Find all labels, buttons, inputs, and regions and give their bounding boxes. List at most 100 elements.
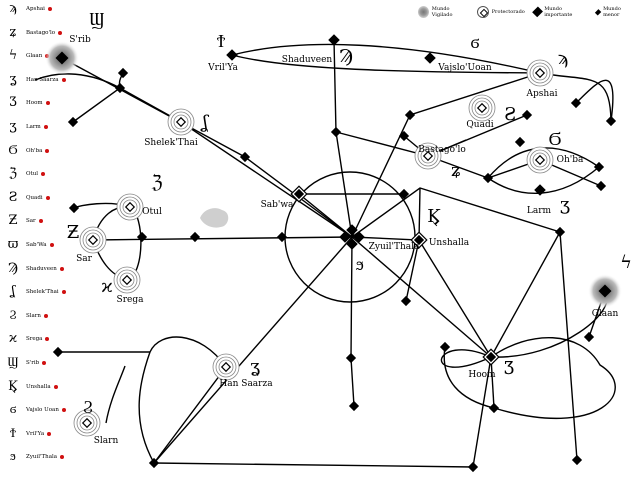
red-dot-icon bbox=[60, 455, 65, 460]
capital-world-node bbox=[346, 238, 358, 250]
world-glyph-icon: ϡ bbox=[9, 1, 17, 16]
world-glyph-icon: Ϡ bbox=[7, 260, 19, 276]
red-dot-icon bbox=[58, 30, 63, 35]
minor-world-node bbox=[67, 116, 79, 128]
world-label: S'rib bbox=[69, 35, 91, 45]
minor-world-node bbox=[570, 97, 582, 109]
route-line bbox=[153, 366, 227, 464]
minor-world-node bbox=[52, 346, 64, 358]
minor-world-node bbox=[348, 400, 360, 412]
protectorado-symbol-icon bbox=[476, 6, 489, 18]
sidebar-item-label: Vajslo Uoan bbox=[26, 407, 59, 414]
important-world-core bbox=[485, 351, 497, 363]
protectorado-world-node bbox=[124, 201, 136, 213]
world-glyph-icon: ϭ bbox=[470, 32, 479, 53]
sidebar-item-label: Zyuil'Thala bbox=[26, 454, 58, 461]
world-glyph-icon: ϡ bbox=[558, 48, 568, 69]
minor-world-node bbox=[330, 126, 342, 138]
red-dot-icon bbox=[61, 290, 66, 295]
sidebar-item-label: Han Saarza bbox=[26, 76, 59, 83]
world-glyph-icon: Ϯ bbox=[9, 425, 17, 441]
route-line bbox=[490, 231, 561, 358]
minor-world-node bbox=[482, 172, 494, 184]
sidebar-item: Ϗ Unshalla bbox=[4, 378, 58, 396]
world-glyph-icon: ʆ bbox=[200, 112, 209, 133]
world-glyph-icon: ℨ bbox=[8, 166, 17, 182]
world-label: Sar bbox=[76, 254, 93, 264]
route-line bbox=[575, 79, 614, 122]
minor-world-node bbox=[226, 49, 238, 61]
world-glyph-icon: Ϗ bbox=[8, 378, 18, 394]
capital-world-node bbox=[339, 231, 351, 243]
sidebar-item-label: Vril'Ya bbox=[26, 430, 45, 437]
world-glyph-icon: Ϣ bbox=[90, 9, 105, 30]
world-label: Otul bbox=[142, 207, 162, 217]
vigilado-symbol-icon bbox=[418, 6, 429, 18]
red-dot-icon bbox=[45, 101, 50, 106]
world-label: Shaduveen bbox=[282, 55, 333, 65]
red-dot-icon bbox=[43, 313, 48, 318]
world-glyph-icon: Ϯ bbox=[217, 31, 226, 52]
sidebar-item: Ϯ Vril'Ya bbox=[4, 425, 52, 443]
sidebar-item: ϭ Vajslo Uoan bbox=[4, 401, 66, 419]
world-glyph-icon: Ϭ bbox=[8, 142, 18, 158]
legend-importante-label: Mundo importante bbox=[544, 6, 573, 18]
world-label: Glaan bbox=[592, 309, 619, 319]
world-glyph-icon: Ƶ bbox=[8, 213, 18, 229]
world-glyph-icon: Ϗ bbox=[427, 206, 441, 227]
red-dot-icon bbox=[41, 172, 46, 177]
sidebar-item-label: Srega bbox=[26, 336, 43, 343]
world-glyph-icon: ℨ bbox=[151, 172, 162, 193]
world-glyph-icon: Ʒ bbox=[504, 358, 514, 379]
world-glyph-icon: ϭ bbox=[9, 402, 17, 418]
red-dot-icon bbox=[45, 195, 50, 200]
sidebar-item-label: Slarn bbox=[26, 312, 41, 319]
route-line bbox=[231, 54, 541, 74]
route-line bbox=[138, 351, 155, 464]
world-glyph-icon: ʓ bbox=[9, 71, 17, 87]
legend-protectorado-label: Protectorado bbox=[491, 9, 525, 15]
red-dot-icon bbox=[43, 125, 48, 129]
route-line bbox=[351, 72, 541, 238]
sidebar-item-label: S'rib bbox=[26, 360, 40, 366]
minor-world-node bbox=[534, 184, 546, 196]
world-glyph-icon: Ϭ bbox=[549, 129, 562, 150]
route-lines bbox=[34, 39, 616, 468]
sidebar-item-label: Glaan bbox=[26, 53, 43, 60]
world-glyph-icon: ʆ bbox=[10, 284, 16, 300]
minor-world-node bbox=[276, 231, 288, 243]
red-dot-icon bbox=[45, 148, 50, 153]
legend-vigilado-label: Mundo Vigilado bbox=[431, 6, 453, 18]
red-dot-icon bbox=[49, 243, 54, 247]
protectorado-world-node bbox=[175, 116, 187, 128]
world-label: Hoom bbox=[468, 370, 496, 380]
sidebar-item-label: Apshai bbox=[26, 6, 45, 12]
world-glyph-icon: ϖ bbox=[7, 237, 19, 252]
sidebar-item: ʆ Shelek'Thai bbox=[4, 283, 66, 301]
minor-world-node bbox=[488, 402, 500, 414]
red-dot-icon bbox=[47, 7, 52, 11]
protectorado-world-node bbox=[534, 67, 546, 79]
red-dot-icon bbox=[61, 77, 66, 82]
route-line bbox=[405, 239, 420, 302]
world-glyph-icon: ʒ bbox=[560, 194, 570, 215]
minor-world-node bbox=[136, 231, 148, 243]
minor-world-node bbox=[514, 136, 526, 148]
route-line bbox=[153, 356, 492, 468]
world-glyph-icon: ϧ bbox=[356, 254, 364, 275]
sidebar-item-label: Unshalla bbox=[26, 383, 51, 390]
sidebar-item-label: Shelek'Thai bbox=[26, 289, 59, 296]
world-label: Larm bbox=[527, 206, 552, 216]
world-glyph-icon: Ƨ bbox=[504, 104, 516, 125]
route-line bbox=[350, 236, 355, 407]
protectorado-world-node bbox=[87, 234, 99, 246]
route-line bbox=[539, 72, 612, 122]
world-label: Quadi bbox=[466, 120, 493, 130]
sidebar-item: ϡ Apshai bbox=[4, 0, 52, 18]
